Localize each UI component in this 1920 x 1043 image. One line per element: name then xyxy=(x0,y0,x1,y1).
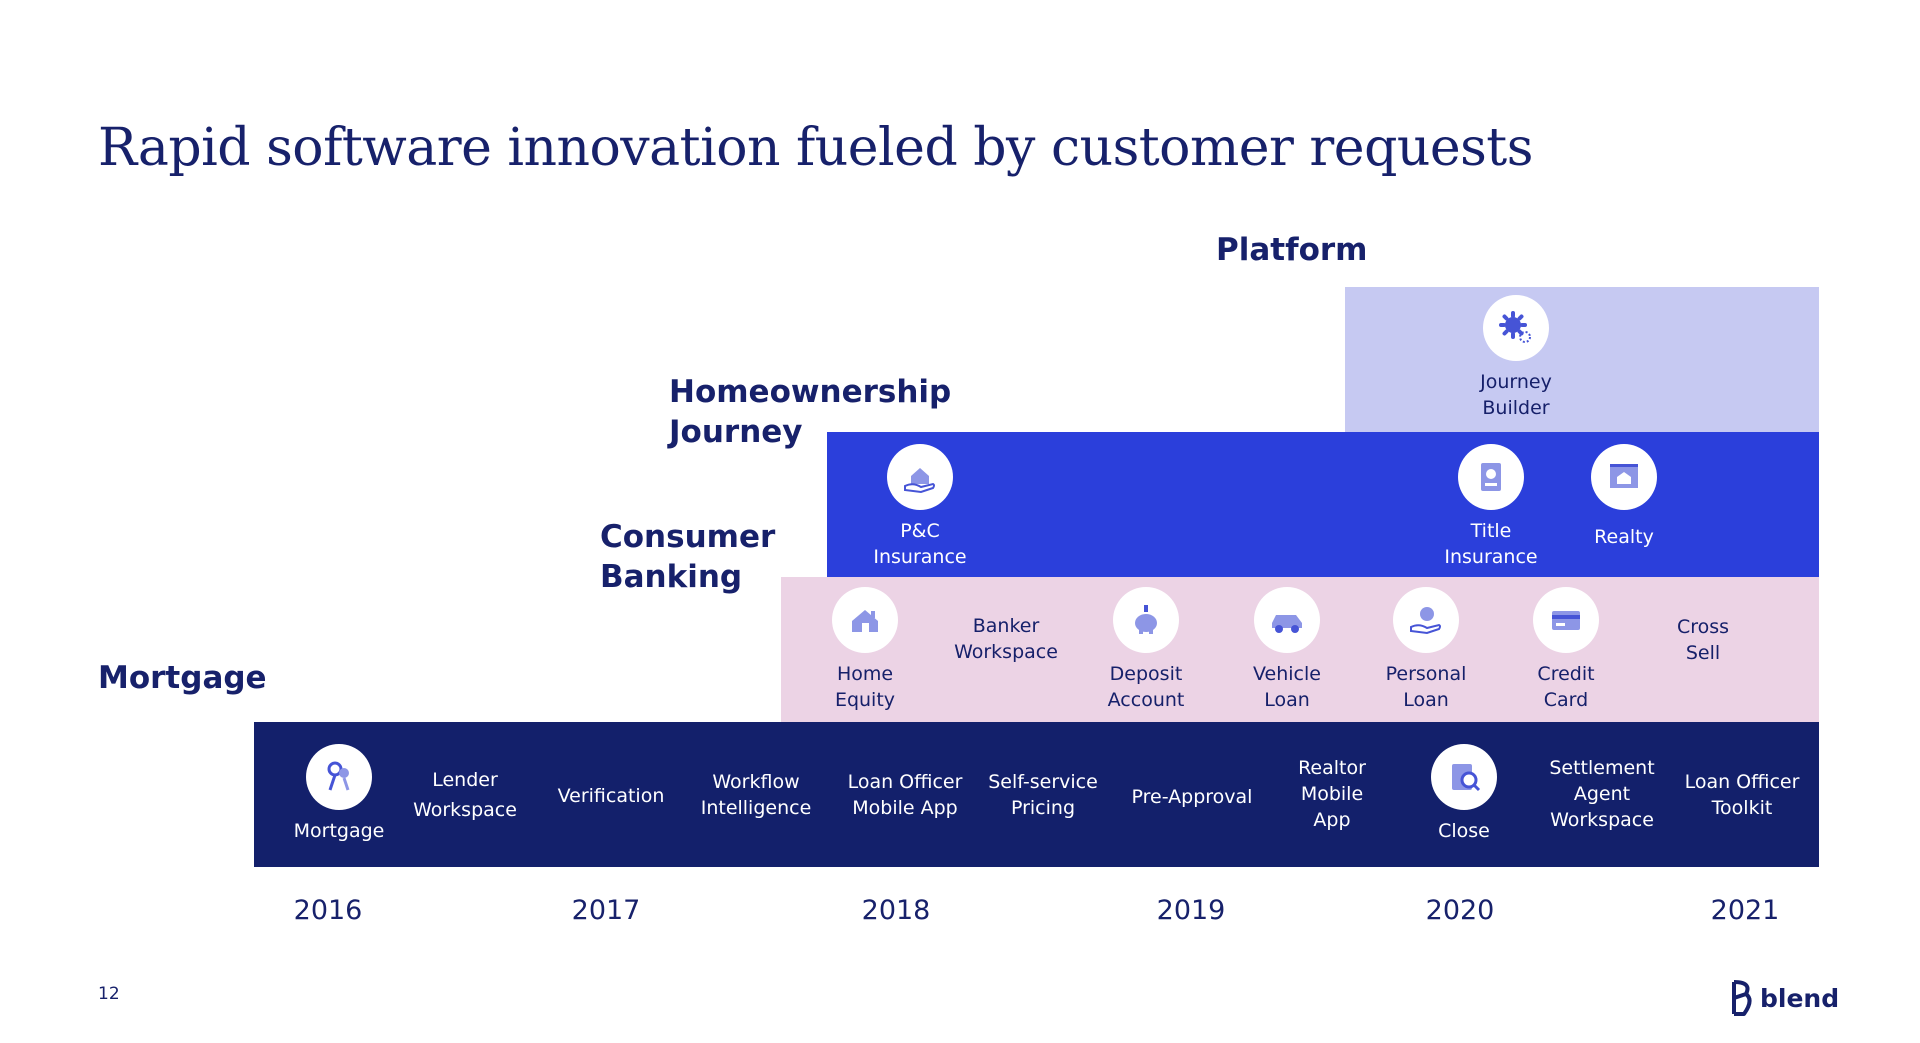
mortgage-item: Close xyxy=(1400,744,1528,844)
consumer-item: Personal Loan xyxy=(1362,587,1490,713)
mortgage-item: Self-service Pricing xyxy=(979,769,1107,821)
item-label: Workflow Intelligence xyxy=(700,771,812,819)
house-sign-icon xyxy=(1591,444,1657,510)
credit-card-icon xyxy=(1533,587,1599,653)
mortgage-item: Verification xyxy=(547,783,675,809)
mortgage-item: Settlement Agent Workspace xyxy=(1538,755,1666,833)
mortgage-item: Pre-Approval xyxy=(1128,784,1256,810)
mortgage-band: Mortgage Lender Workspace Verification W… xyxy=(254,722,1819,867)
piggy-bank-icon xyxy=(1113,587,1179,653)
item-label: Loan Officer Mobile App xyxy=(847,771,963,819)
item-label: Settlement Agent Workspace xyxy=(1549,757,1655,831)
page-number: 12 xyxy=(98,984,120,1004)
homeownership-band: P&C Insurance Title Insurance Realty xyxy=(827,432,1819,577)
year-label: 2017 xyxy=(571,895,641,926)
page-title: Rapid software innovation fueled by cust… xyxy=(98,118,1533,178)
item-label: Banker Workspace xyxy=(954,615,1058,663)
item-label: Lender Workspace xyxy=(413,769,517,821)
layer-label-consumer-banking: Consumer Banking xyxy=(600,519,776,595)
item-label: Journey Builder xyxy=(1480,371,1552,419)
layer-label-platform: Platform xyxy=(1216,232,1368,268)
item-label: Home Equity xyxy=(834,663,896,711)
item-label: Pre-Approval xyxy=(1131,786,1253,808)
brand-name: blend xyxy=(1760,983,1840,1013)
consumer-item: Cross Sell xyxy=(1639,614,1767,666)
mortgage-item: Lender Workspace xyxy=(401,765,529,825)
gear-icon xyxy=(1483,295,1549,361)
document-icon xyxy=(1458,444,1524,510)
item-label: Close xyxy=(1438,820,1490,842)
item-label: Vehicle Loan xyxy=(1253,663,1321,711)
blend-logo: blend xyxy=(1730,978,1839,1018)
year-label: 2019 xyxy=(1156,895,1226,926)
layer-label-mortgage: Mortgage xyxy=(98,660,267,696)
house-icon xyxy=(832,587,898,653)
homeownership-item: P&C Insurance xyxy=(856,444,984,570)
house-hand-icon xyxy=(887,444,953,510)
layer-label-homeownership: Homeownership Journey xyxy=(669,374,952,450)
year-label: 2021 xyxy=(1710,895,1780,926)
mortgage-item: Workflow Intelligence xyxy=(692,769,820,821)
item-label: Mortgage xyxy=(293,820,385,842)
item-label: Cross Sell xyxy=(1676,616,1730,664)
consumer-item: Banker Workspace xyxy=(942,613,1070,665)
item-label: Personal Loan xyxy=(1385,663,1467,711)
hand-coin-icon xyxy=(1393,587,1459,653)
year-label: 2016 xyxy=(293,895,363,926)
item-label: Realtor Mobile App xyxy=(1298,757,1366,831)
mortgage-item: Mortgage xyxy=(275,744,403,844)
mortgage-item: Loan Officer Mobile App xyxy=(841,769,969,821)
mortgage-item: Realtor Mobile App xyxy=(1268,755,1396,833)
item-label: Credit Card xyxy=(1537,663,1595,711)
year-label: 2020 xyxy=(1425,895,1495,926)
item-label: Deposit Account xyxy=(1107,663,1185,711)
keys-icon xyxy=(306,744,372,810)
consumer-item: Home Equity xyxy=(801,587,929,713)
document-search-icon xyxy=(1431,744,1497,810)
item-label: Realty xyxy=(1594,526,1654,548)
platform-item: Journey Builder xyxy=(1452,295,1580,421)
mortgage-item: Loan Officer Toolkit xyxy=(1678,769,1806,821)
item-label: Verification xyxy=(557,785,665,807)
homeownership-item: Realty xyxy=(1560,444,1688,550)
homeownership-item: Title Insurance xyxy=(1427,444,1555,570)
consumer-item: Credit Card xyxy=(1502,587,1630,713)
item-label: Title Insurance xyxy=(1444,520,1538,568)
consumer-item: Deposit Account xyxy=(1082,587,1210,713)
item-label: P&C Insurance xyxy=(873,520,967,568)
item-label: Loan Officer Toolkit xyxy=(1684,771,1800,819)
consumer-banking-band: Home Equity Banker Workspace Deposit Acc… xyxy=(781,577,1819,722)
platform-band: Journey Builder xyxy=(1345,287,1819,432)
car-icon xyxy=(1254,587,1320,653)
year-label: 2018 xyxy=(861,895,931,926)
consumer-item: Vehicle Loan xyxy=(1223,587,1351,713)
item-label: Self-service Pricing xyxy=(988,771,1098,819)
blend-logo-icon xyxy=(1732,980,1752,1016)
